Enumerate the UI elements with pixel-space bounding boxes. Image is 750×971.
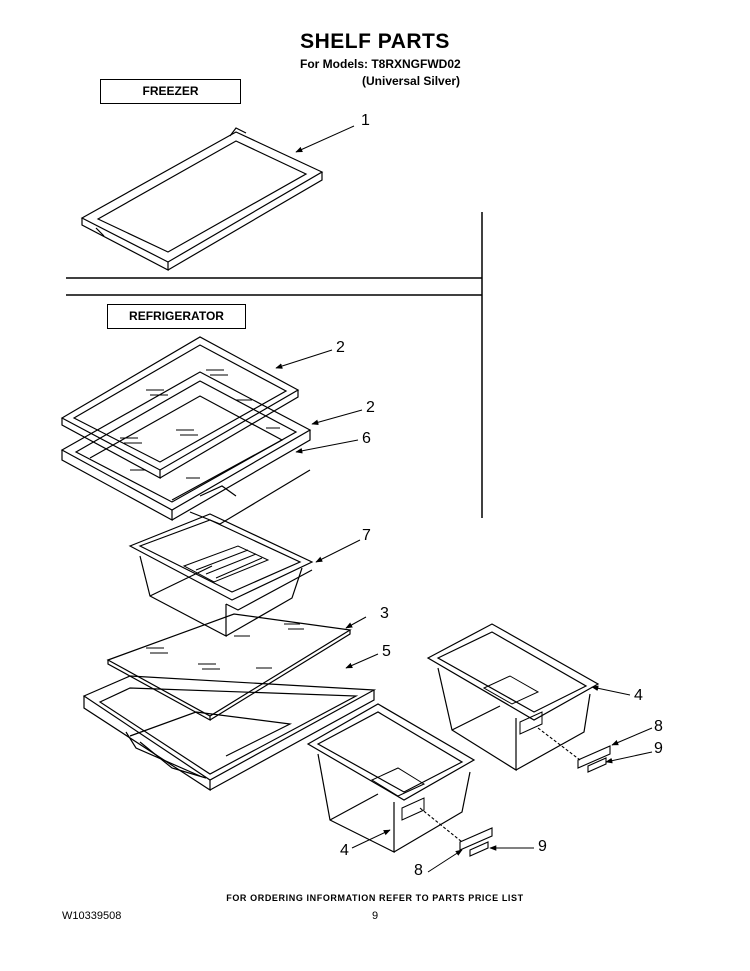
model-variant: (Universal Silver) — [362, 74, 461, 88]
crisper-cover-frame-drawing — [82, 675, 377, 792]
slide-parts-drawing — [419, 727, 611, 857]
glass-shelf-upper-drawing — [60, 336, 300, 480]
ordering-note: FOR ORDERING INFORMATION REFER TO PARTS … — [226, 893, 524, 903]
crisper-bin-left-drawing — [306, 703, 476, 853]
callout-9-right: 9 — [654, 740, 663, 757]
callout-3: 3 — [380, 605, 389, 622]
freezer-shelf-drawing — [80, 127, 324, 271]
callout-4-right: 4 — [634, 687, 643, 704]
callout-8-left: 8 — [414, 862, 423, 879]
model-number: For Models: T8RXNGFWD02 — [300, 57, 461, 71]
callout-4-left: 4 — [340, 842, 349, 859]
leader-arrows — [275, 125, 653, 873]
callout-9-left: 9 — [538, 838, 547, 855]
freezer-section-label: FREEZER — [100, 79, 241, 104]
callout-2-lower: 2 — [366, 399, 375, 416]
callout-8-right: 8 — [654, 718, 663, 735]
crisper-bin-right-drawing — [426, 623, 600, 772]
glass-shelf-lower-drawing — [60, 371, 312, 525]
section-dividers — [66, 212, 483, 518]
callout-5: 5 — [382, 643, 391, 660]
page-number: 9 — [372, 910, 379, 922]
snack-pan-drawing — [128, 513, 314, 637]
document-number: W10339508 — [62, 910, 122, 922]
crisper-cover-glass-drawing — [106, 613, 352, 722]
refrigerator-section-label: REFRIGERATOR — [107, 304, 246, 329]
callout-7: 7 — [362, 527, 371, 544]
callout-2-upper: 2 — [336, 339, 345, 356]
page-title: SHELF PARTS — [300, 30, 450, 53]
callout-6: 6 — [362, 430, 371, 447]
callout-1: 1 — [361, 112, 370, 129]
